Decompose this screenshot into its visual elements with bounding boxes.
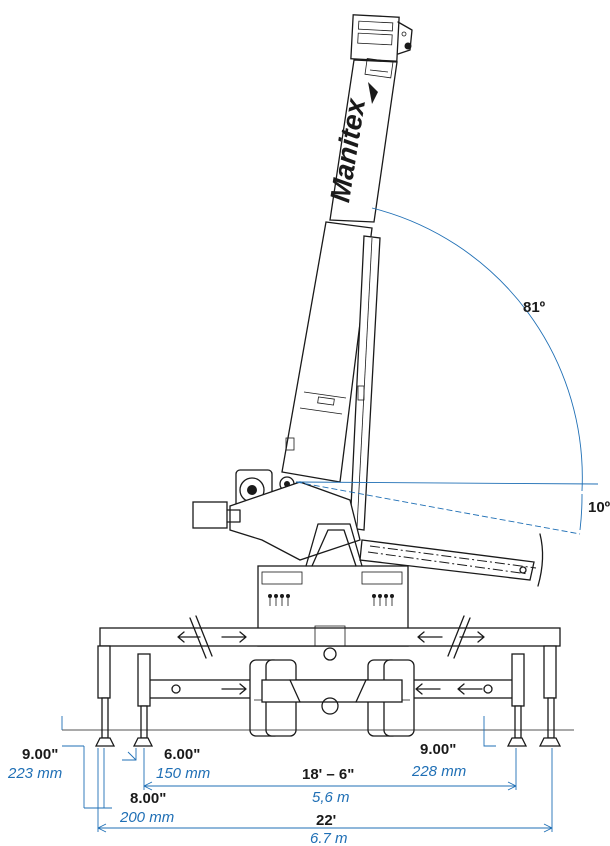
carrier xyxy=(62,523,574,747)
outrigger-offset-in: 8.00" xyxy=(130,790,166,807)
dimension-lines xyxy=(61,716,553,833)
outrigger-jacks xyxy=(97,645,557,739)
angle-max-label: 81º xyxy=(523,299,546,316)
pad-right-height-in: 9.00" xyxy=(420,741,456,758)
pad-offset-mm: 150 mm xyxy=(156,765,210,782)
total-span-ft: 22' xyxy=(316,812,336,829)
boom-pivot xyxy=(192,469,361,561)
pad-left-height-in: 9.00" xyxy=(22,746,58,763)
boom-assembly: Manitex xyxy=(192,14,544,587)
beam-arrows xyxy=(171,631,493,695)
angle-annotations: 81º 10º xyxy=(295,207,610,535)
jack-pads xyxy=(94,737,562,747)
dimension-labels: 9.00" 223 mm 6.00" 150 mm 18' – 6" 5,6 m… xyxy=(7,741,466,846)
total-span-m: 6.7 m xyxy=(310,830,348,846)
wheels xyxy=(249,659,415,737)
inner-span-ft: 18' – 6" xyxy=(302,766,354,783)
pad-offset-in: 6.00" xyxy=(164,746,200,763)
angle-min-label: 10º xyxy=(588,499,610,516)
outrigger-offset-mm: 200 mm xyxy=(119,809,174,826)
pad-left-height-mm: 223 mm xyxy=(7,765,62,782)
lift-cylinder xyxy=(349,235,381,531)
pad-right-height-mm: 228 mm xyxy=(411,763,466,780)
boom-tip-head xyxy=(350,14,413,62)
inner-span-m: 5,6 m xyxy=(312,789,350,806)
boom-upper-section xyxy=(329,57,398,223)
boom-lowered-position xyxy=(359,533,544,587)
control-valves xyxy=(268,594,394,606)
